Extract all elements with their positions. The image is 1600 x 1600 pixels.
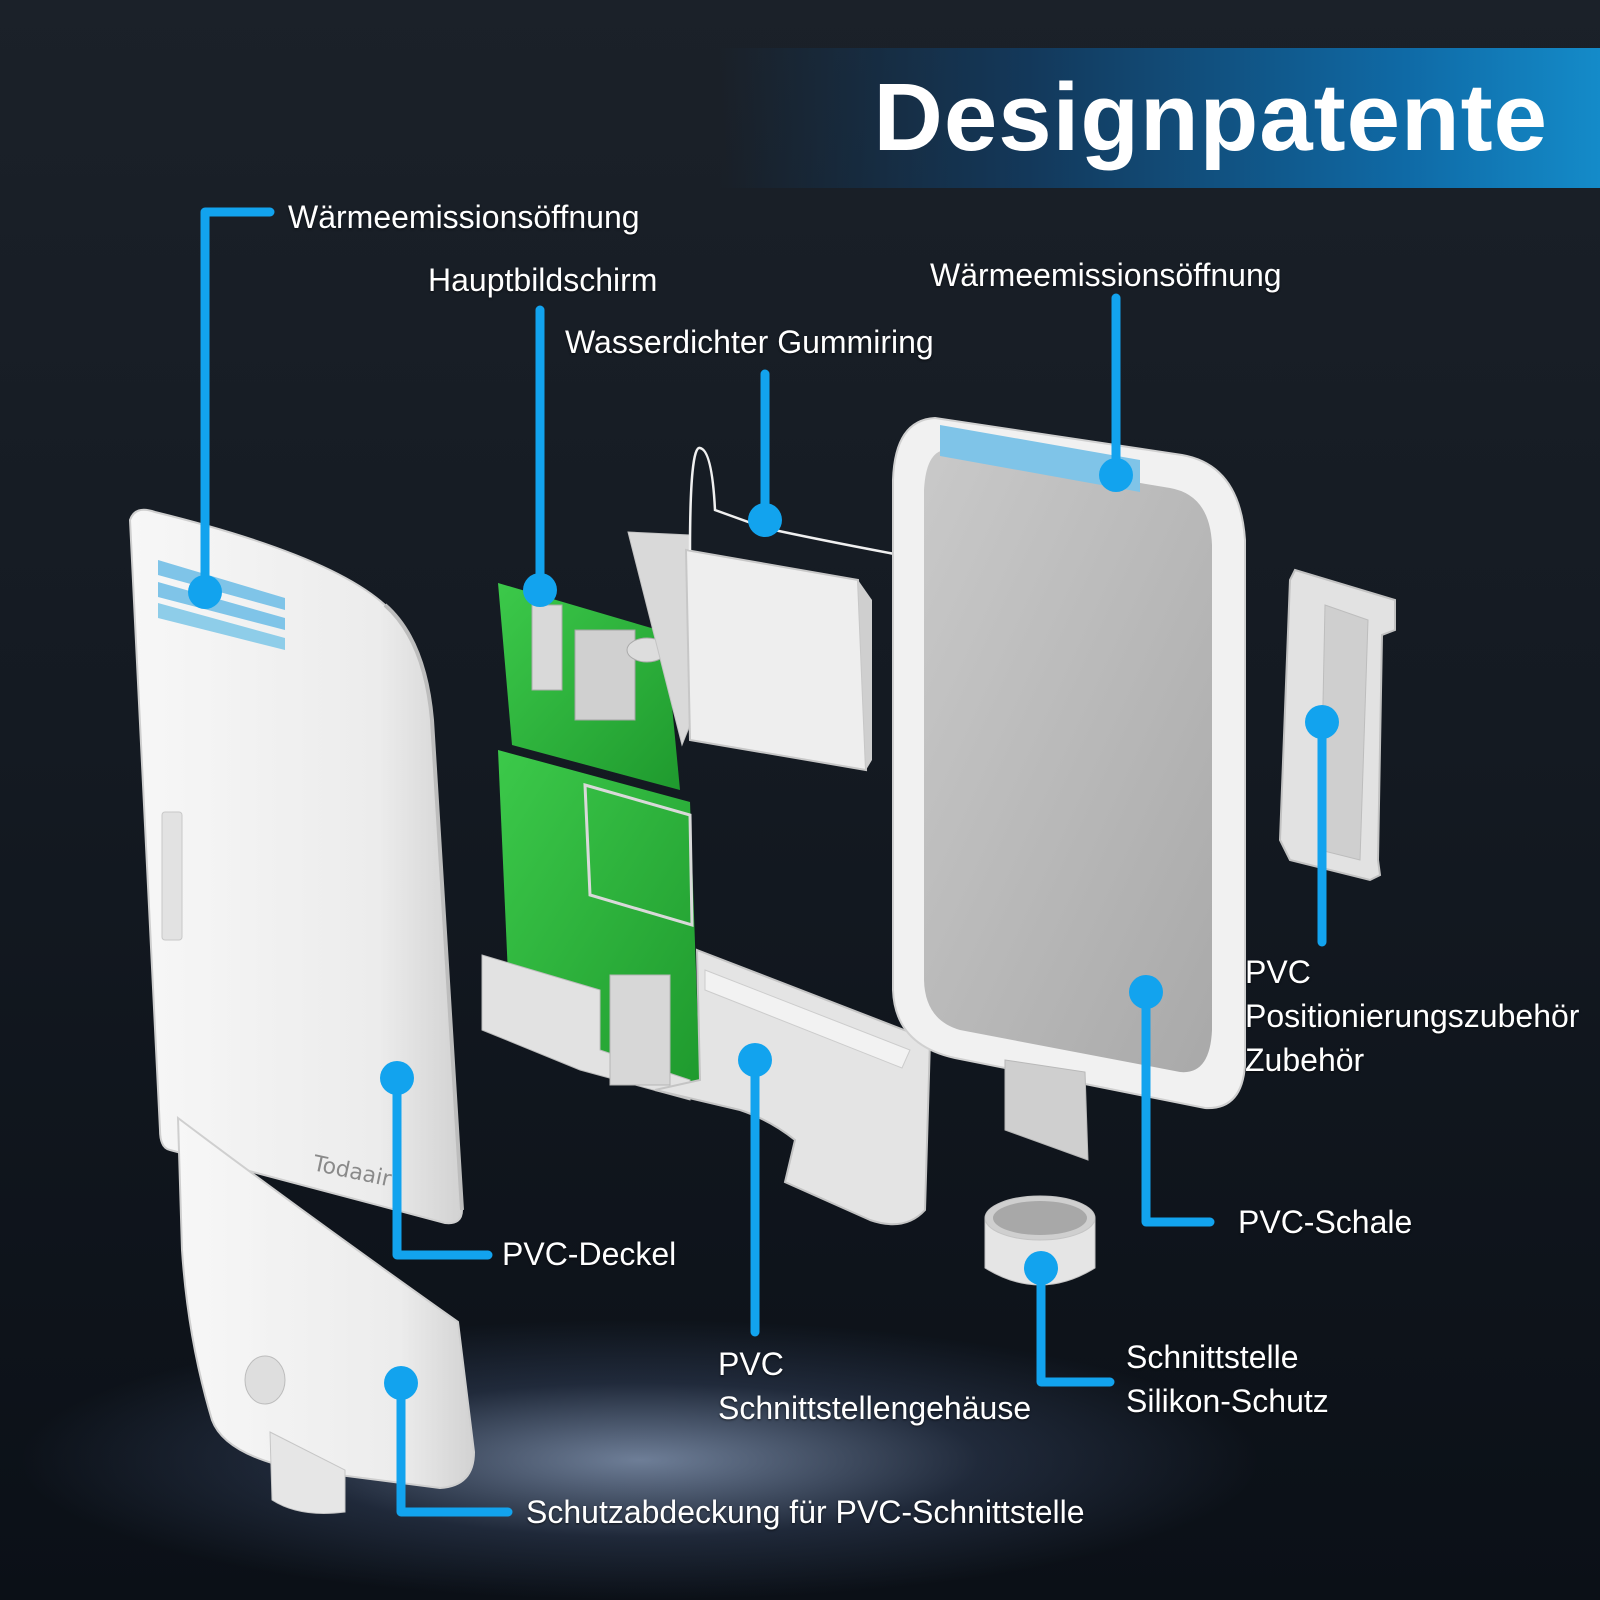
label-vent-left: Wärmeemissionsöffnung — [288, 199, 640, 235]
label-lid: PVC-Deckel — [502, 1236, 677, 1272]
callout-dot-interface-housing — [738, 1043, 772, 1077]
label-silicone-line-2: Silikon-Schutz — [1126, 1383, 1329, 1419]
title-banner — [720, 48, 1600, 188]
callout-dot-cover — [384, 1366, 418, 1400]
callout-line-silicone — [1036, 1263, 1115, 1387]
callout-lines — [200, 207, 1327, 1517]
label-positioning-line-2: Positionierungszubehör — [1245, 998, 1580, 1034]
pvc-shell-part — [892, 416, 1246, 1161]
label-vent-right: Wärmeemissionsöffnung — [930, 257, 1282, 293]
label-positioning-line-3: Zubehör — [1245, 1042, 1365, 1078]
callout-dot-rubber-ring — [748, 503, 782, 537]
label-rubber-ring: Wasserdichter Gummiring — [565, 324, 934, 360]
label-positioning: PVC Positionierungszubehör Zubehör — [1245, 950, 1579, 1082]
battery-box-part — [627, 531, 872, 772]
label-cover: Schutzabdeckung für PVC-Schnittstelle — [526, 1494, 1085, 1530]
label-interface-housing-line-1: PVC — [718, 1346, 784, 1382]
pvc-lid-part: Todaair — [128, 508, 464, 1225]
callout-line-lid — [392, 1073, 493, 1260]
callout-dot-lid — [380, 1061, 414, 1095]
label-positioning-line-1: PVC — [1245, 954, 1311, 990]
callout-dot-silicone — [1024, 1251, 1058, 1285]
callout-line-cover — [396, 1378, 513, 1517]
page-title: Designpatente — [873, 64, 1548, 171]
vent-right-part — [940, 425, 1140, 492]
label-silicone-line-1: Schnittstelle — [1126, 1339, 1299, 1375]
callout-line-shell — [1141, 987, 1215, 1227]
callout-dot-vent-right — [1099, 458, 1133, 492]
callout-dots — [188, 458, 1339, 1400]
callout-dot-positioning — [1305, 705, 1339, 739]
label-main-board: Hauptbildschirm — [428, 262, 658, 298]
callout-dot-main-board — [523, 573, 557, 607]
label-shell: PVC-Schale — [1238, 1204, 1413, 1240]
label-interface-housing: PVC Schnittstellengehäuse — [718, 1342, 1031, 1430]
pcb-base-part — [481, 954, 691, 1101]
label-silicone: Schnittstelle Silikon-Schutz — [1126, 1335, 1329, 1423]
callout-dot-shell — [1129, 975, 1163, 1009]
callout-line-vent-left — [200, 207, 275, 597]
interface-housing-part — [654, 948, 932, 1226]
label-interface-housing-line-2: Schnittstellengehäuse — [718, 1390, 1032, 1426]
callout-dot-vent-left — [188, 575, 222, 609]
